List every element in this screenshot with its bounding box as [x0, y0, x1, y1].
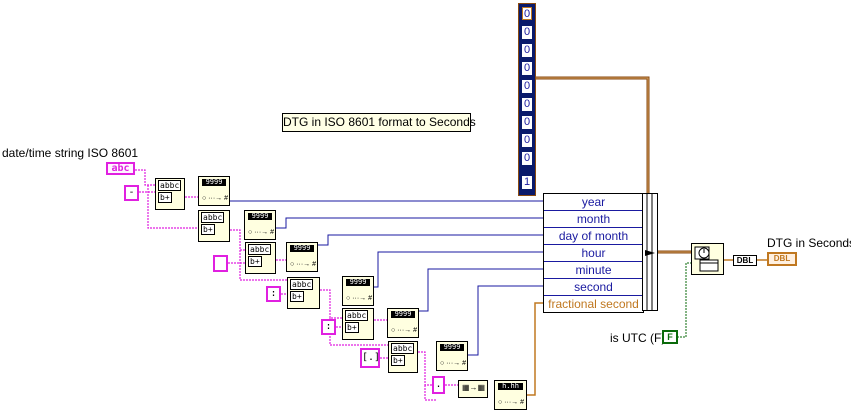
constant-bracket-dot[interactable]: [.]	[360, 348, 380, 368]
scan-string-node-3[interactable]: abbc b+	[245, 242, 276, 274]
field-year[interactable]: year	[544, 194, 643, 211]
to-dbl-node[interactable]: DBL	[733, 255, 757, 266]
field-second[interactable]: second	[544, 279, 643, 296]
format-label: 9999	[391, 311, 415, 318]
array-index[interactable]: 0	[522, 7, 532, 20]
diagram-title: DTG in ISO 8601 format to Seconds	[282, 113, 476, 132]
array-element[interactable]: 0	[522, 62, 532, 75]
field-hour[interactable]: hour	[544, 245, 643, 262]
scan-label: abbc	[290, 279, 314, 290]
convert-icon: ○ ···→ #	[346, 295, 373, 302]
convert-icon: ○ ···→ #	[248, 229, 275, 236]
array-element[interactable]: 0	[522, 98, 532, 111]
format-label: 9999	[290, 245, 314, 252]
array-element[interactable]: 0	[522, 44, 532, 57]
format-label: 9999	[202, 179, 226, 186]
scan-pattern: b+	[345, 322, 359, 333]
constant-dash[interactable]: -	[124, 185, 139, 201]
output-label: DTG in Seconds	[767, 236, 851, 250]
scan-label: abbc	[248, 244, 272, 255]
decimal-convert-node-2[interactable]: 9999 ○ ···→ #	[244, 210, 276, 240]
constant-colon-1[interactable]: :	[266, 286, 281, 302]
convert-icon: ○ ···→ #	[498, 399, 525, 406]
scan-string-node-5[interactable]: abbc b+	[342, 308, 374, 340]
format-label: 9999	[248, 213, 272, 220]
scan-label: abbc	[158, 180, 182, 191]
seconds-convert-node[interactable]	[691, 243, 724, 275]
concat-icon: ▦→▦	[462, 383, 486, 392]
array-element[interactable]: 0	[522, 80, 532, 93]
scan-label: abbc	[391, 343, 415, 354]
input-label: date/time string ISO 8601	[2, 146, 139, 160]
scan-label: abbc	[345, 310, 369, 321]
constant-dot[interactable]: .	[432, 376, 445, 394]
utc-label: is UTC (F)	[610, 331, 666, 345]
convert-icon: ○ ···→ #	[440, 360, 467, 367]
array-element[interactable]: 0	[522, 116, 532, 129]
array-element[interactable]: 1	[522, 176, 532, 189]
decimal-convert-node-5[interactable]: 9999 ○ ···→ #	[387, 308, 419, 338]
format-label: 9999	[440, 344, 464, 351]
array-element[interactable]: 0	[522, 26, 532, 39]
field-minute[interactable]: minute	[544, 262, 643, 279]
bundle-by-name[interactable]: year month day of month hour minute seco…	[543, 193, 644, 313]
scan-string-node-6[interactable]: abbc b+	[388, 341, 418, 373]
string-terminal[interactable]: abc	[106, 162, 135, 175]
decimal-convert-node-3[interactable]: 9999 ○ ···→ #	[286, 242, 318, 272]
scan-string-node-4[interactable]: abbc b+	[287, 277, 320, 309]
constant-colon-2[interactable]: :	[321, 319, 336, 335]
bundler-node[interactable]	[642, 193, 658, 311]
decimal-convert-node-6[interactable]: 9999 ○ ···→ #	[436, 341, 468, 371]
scan-string-node-1[interactable]: abbc b+	[155, 178, 185, 210]
bundle-arrow-icon	[645, 194, 655, 310]
output-indicator[interactable]: DBL	[767, 252, 797, 266]
scan-pattern: b+	[248, 256, 262, 267]
field-day-of-month[interactable]: day of month	[544, 228, 643, 245]
format-label: h.hh	[498, 383, 523, 390]
scan-pattern: b+	[201, 224, 215, 235]
scan-pattern: b+	[391, 355, 405, 366]
constant-empty[interactable]	[213, 255, 228, 272]
format-label: 9999	[346, 279, 370, 286]
decimal-convert-node-1[interactable]: 9999 ○ ···→ #	[198, 176, 230, 206]
array-element[interactable]: 0	[522, 134, 532, 147]
fractional-convert-node[interactable]: h.hh ○ ···→ #	[494, 380, 527, 410]
array-constant[interactable]: 0 0 0 0 0 0 0 0 0 1	[518, 3, 536, 196]
scan-label: abbc	[201, 212, 225, 223]
field-fractional-second[interactable]: fractional second	[548, 297, 639, 311]
convert-icon: ○ ···→ #	[391, 327, 418, 334]
utc-constant[interactable]: F	[662, 330, 678, 344]
convert-icon: ○ ···→ #	[202, 195, 229, 202]
array-element[interactable]: 0	[522, 152, 532, 165]
scan-pattern: b+	[290, 291, 304, 302]
concat-node[interactable]: ▦→▦	[458, 380, 488, 398]
clock-calendar-icon	[694, 246, 719, 272]
field-month[interactable]: month	[544, 211, 643, 228]
convert-icon: ○ ···→ #	[290, 261, 317, 268]
scan-string-node-2[interactable]: abbc b+	[198, 210, 230, 242]
decimal-convert-node-4[interactable]: 9999 ○ ···→ #	[342, 276, 374, 306]
scan-pattern: b+	[158, 192, 172, 203]
